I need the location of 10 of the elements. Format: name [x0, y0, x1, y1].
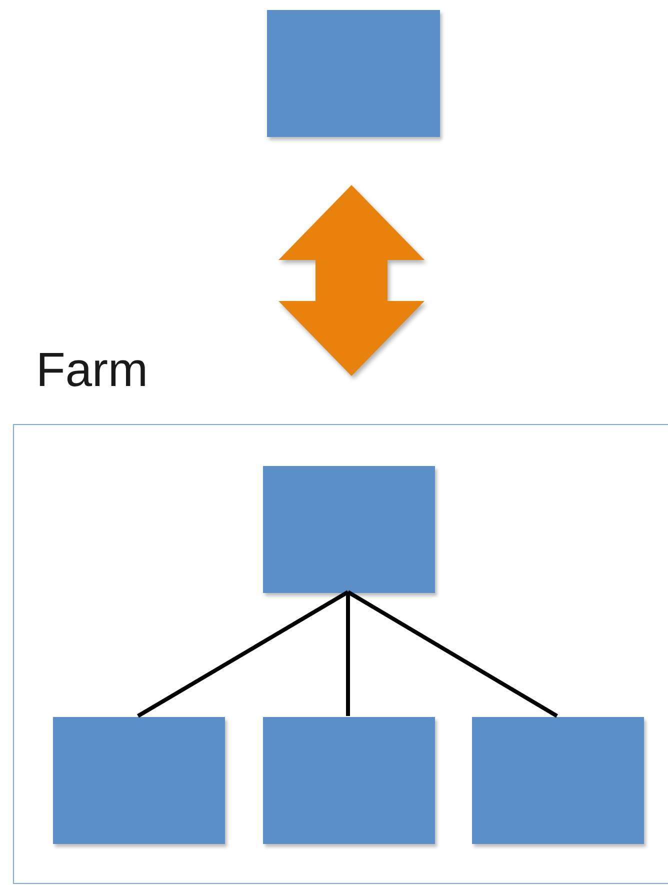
process-box: [263, 717, 435, 844]
connector-line: [346, 592, 350, 716]
group-heading: Farm: [36, 343, 148, 399]
process-box: [263, 466, 435, 593]
process-box: [267, 10, 440, 137]
connector-line: [346, 590, 558, 718]
process-box: [472, 717, 644, 844]
double-block-arrow: [278, 185, 424, 376]
connector-line: [136, 590, 350, 718]
process-box: [53, 717, 225, 844]
